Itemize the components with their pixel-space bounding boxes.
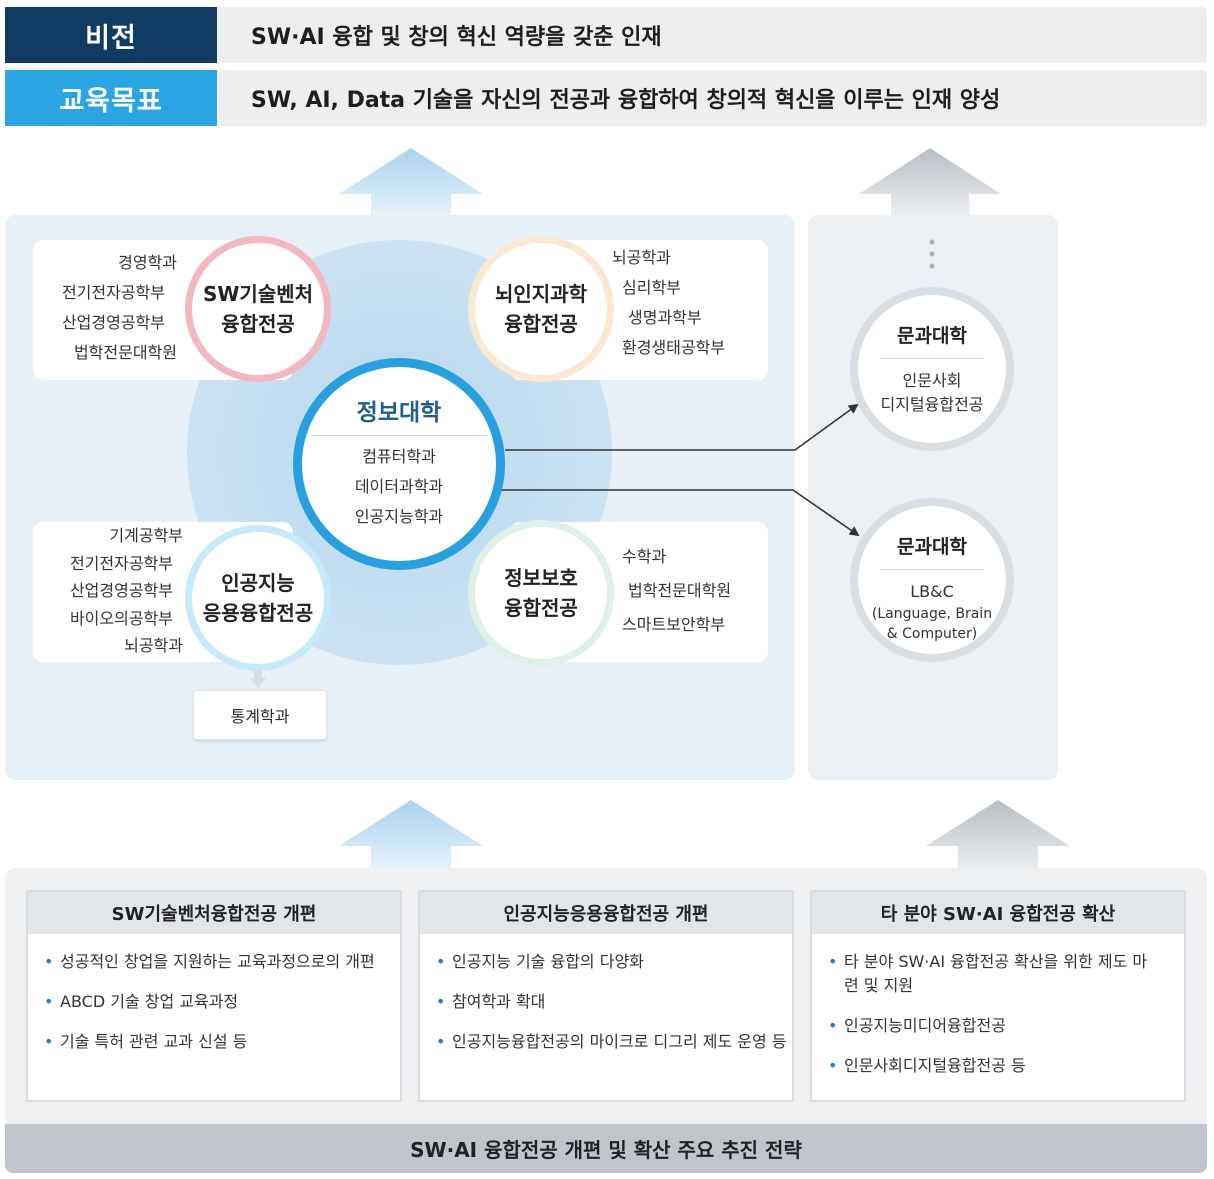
major-name-line1: 정보보호 [504, 566, 578, 590]
department-item: 심리학부 [622, 278, 681, 297]
major-name-line1: 뇌인지과학 [495, 282, 587, 306]
major-name-line1: SW기술벤처 [202, 282, 314, 306]
up-arrow-icon [859, 148, 1001, 216]
department-item: 전기전자공학부 [61, 283, 165, 302]
department-item: 뇌공학과 [612, 248, 671, 267]
strategy-title: 타 분야 SW·AI 융합전공 확산 [812, 892, 1184, 934]
up-arrow-icon [339, 148, 483, 216]
department-item: 인공지능학과 [354, 507, 444, 526]
department-item: 경영학과 [118, 253, 177, 272]
strategy-item: 인문사회디지털융합전공 등 [826, 1054, 1154, 1078]
department-item: 법학전문대학원 [73, 343, 177, 362]
major-name-line2: 융합전공 [504, 596, 578, 620]
vision-tag: 비전 [5, 7, 217, 63]
department-item: 컴퓨터학과 [362, 447, 436, 466]
department-item: 뇌공학과 [124, 636, 183, 655]
department-item: 바이오의공학부 [69, 608, 173, 628]
connector-arrows [498, 403, 860, 537]
department-item: 스마트보안학부 [622, 615, 726, 634]
ai-applied-departments: 기계공학부 전기전자공학부 산업경영공학부 바이오의공학부 뇌공학과 [45, 522, 183, 660]
major-name-line1: 인문사회 [902, 371, 962, 390]
vision-text: SW·AI 융합 및 창의 혁신 역량을 갖춘 인재 [217, 7, 1207, 63]
humanities-digital-major: 문과대학 인문사회 디지털융합전공 [850, 287, 1014, 451]
up-arrow-icon [926, 800, 1070, 870]
goal-tag: 교육목표 [5, 70, 217, 126]
goal-text: SW, AI, Data 기술을 자신의 전공과 융합하여 창의적 혁신을 이루… [217, 70, 1207, 126]
strategy-item: 인공지능 기술 융합의 다양화 [434, 950, 792, 974]
strategy-item: 기술 특허 관련 교과 신설 등 [42, 1030, 400, 1054]
strategy-item: 인공지능미디어융합전공 [826, 1014, 1154, 1038]
ellipsis-icon [929, 239, 935, 269]
strategy-title: 인공지능응용융합전공 개편 [420, 892, 792, 934]
department-item: 산업경영공학부 [69, 581, 173, 600]
department-item: 전기전자공학부 [69, 553, 173, 573]
department-item: 수학과 [622, 547, 667, 566]
strategy-box: SW기술벤처융합전공 개편 성공적인 창업을 지원하는 교육과정으로의 개편 A… [26, 890, 402, 1102]
strategy-item: ABCD 기술 창업 교육과정 [42, 990, 400, 1014]
humanities-college-title: 문과대학 [897, 325, 967, 347]
major-name-line2: 융합전공 [221, 312, 295, 336]
college-of-informatics: 정보대학 컴퓨터학과 데이터과학과 인공지능학과 [293, 358, 505, 570]
department-item: 생명과학부 [628, 308, 702, 327]
strategy-item: 타 분야 SW·AI 융합전공 확산을 위한 제도 마련 및 지원 [826, 950, 1154, 998]
major-name-line2: (Language, Brain [871, 606, 993, 622]
divider [880, 358, 984, 359]
arrow-to-humanities-1 [505, 403, 859, 451]
divider [311, 435, 487, 436]
strategy-title: SW기술벤처융합전공 개편 [28, 892, 400, 934]
major-name-line3: & Computer) [886, 626, 978, 642]
strategy-footer: SW·AI 융합전공 개편 및 확산 주요 추진 전략 [5, 1124, 1207, 1173]
strategy-item: 성공적인 창업을 지원하는 교육과정으로의 개편 [42, 950, 400, 974]
department-item: 법학전문대학원 [628, 581, 732, 600]
up-arrow-icon [339, 800, 483, 870]
major-name-line1: 인공지능 [221, 571, 295, 595]
divider [880, 569, 984, 570]
sw-venture-departments: 경영학과 전기전자공학부 산업경영공학부 법학전문대학원 [45, 248, 177, 368]
security-departments: 수학과 법학전문대학원 스마트보안학부 [622, 540, 731, 642]
major-name-line2: 응용융합전공 [202, 601, 314, 625]
strategy-box: 타 분야 SW·AI 융합전공 확산 타 분야 SW·AI 융합전공 확산을 위… [810, 890, 1186, 1102]
major-name-line2: 융합전공 [504, 312, 578, 336]
strategy-item: 참여학과 확대 [434, 990, 792, 1014]
department-item: 환경생태공학부 [622, 338, 726, 357]
lbc-major: 문과대학 LB&C (Language, Brain & Computer) [850, 498, 1014, 662]
strategy-box: 인공지능응용융합전공 개편 인공지능 기술 융합의 다양화 참여학과 확대 인공… [418, 890, 794, 1102]
arrow-to-humanities-2 [498, 489, 860, 537]
department-item: 기계공학부 [109, 526, 183, 545]
statistics-dept-box: 통계학과 [193, 690, 327, 740]
department-item: 산업경영공학부 [61, 313, 165, 332]
down-arrow-icon [250, 670, 266, 688]
humanities-college-title: 문과대학 [897, 536, 967, 558]
major-name-line2: 디지털융합전공 [880, 395, 984, 414]
brain-departments: 뇌공학과 심리학부 생명과학부 환경생태공학부 [612, 243, 725, 363]
strategy-item: 인공지능융합전공의 마이크로 디그리 제도 운영 등 [434, 1030, 792, 1054]
college-title: 정보대학 [356, 400, 442, 426]
major-name-line1: LB&C [910, 582, 954, 601]
department-item: 데이터과학과 [354, 477, 444, 496]
